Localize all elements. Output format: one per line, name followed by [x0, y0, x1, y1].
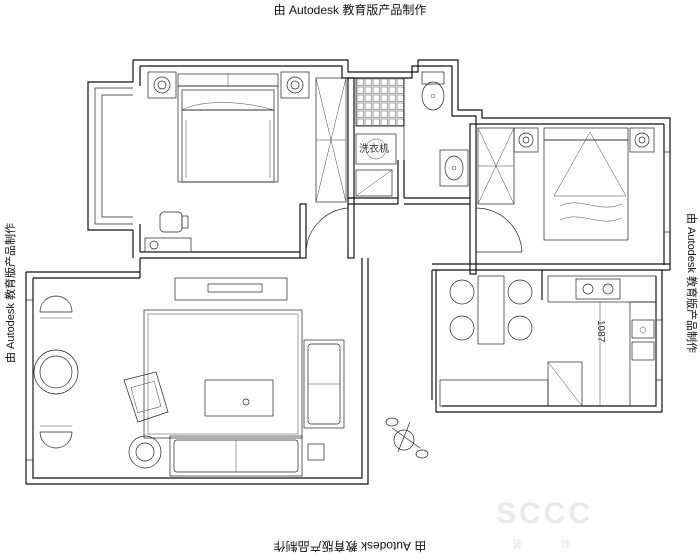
- kitchen: 1087: [439, 275, 657, 407]
- kitchen-dimension: 1087: [595, 320, 606, 343]
- sccc-logo-sub: 装 饰: [512, 540, 589, 551]
- person-figure: [385, 417, 429, 459]
- master-bedroom: [144, 71, 347, 253]
- washer-label: 洗衣机: [359, 142, 389, 155]
- dining-area: [449, 275, 533, 345]
- interior-walls: [140, 77, 670, 414]
- watermark-top: 由 Autodesk 教育版产品制作: [273, 3, 427, 17]
- bathroom: 洗衣机: [355, 71, 469, 197]
- sccc-logo: SCCC: [496, 497, 594, 530]
- second-bedroom: [477, 127, 655, 241]
- living-room: [33, 277, 345, 477]
